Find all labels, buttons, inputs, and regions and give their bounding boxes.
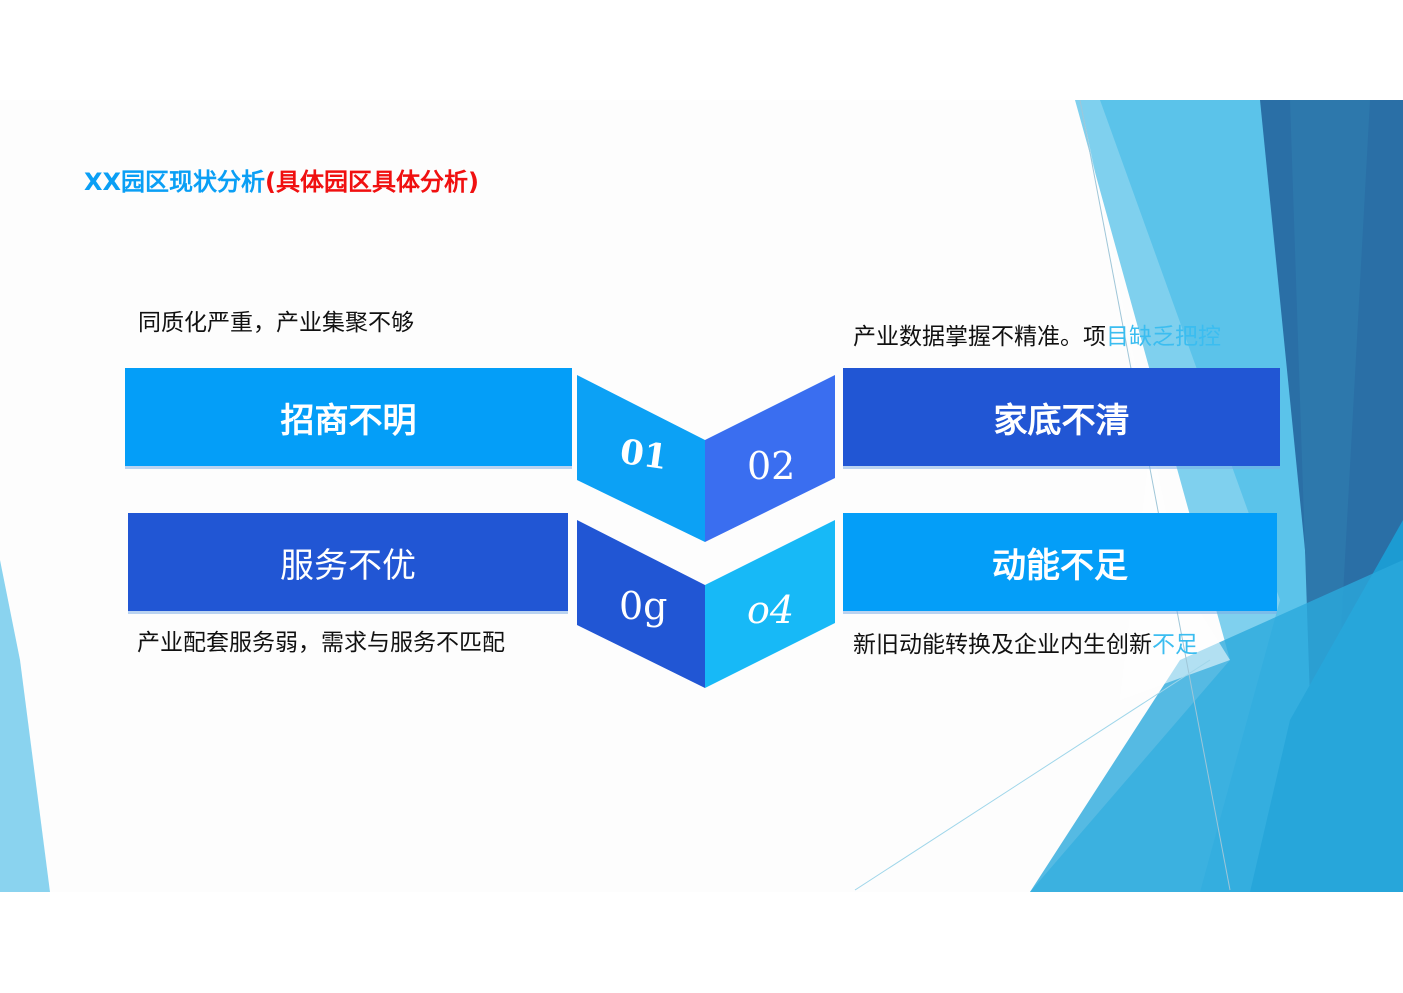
chevron-02-right xyxy=(705,375,835,542)
title-main: XX园区现状分析 xyxy=(84,168,266,196)
note-4: 新旧动能转换及企业内生创新不足 xyxy=(853,632,1198,658)
item-bar-4: 动能不足 xyxy=(843,513,1277,611)
title-sub: (具体园区具体分析) xyxy=(265,168,479,196)
note-3: 产业配套服务弱，需求与服务不匹配 xyxy=(137,630,505,656)
number-02: 02 xyxy=(747,444,796,488)
item-bar-1: 招商不明 xyxy=(125,368,572,466)
number-04: o4 xyxy=(747,588,795,632)
slide: XX园区现状分析(具体园区具体分析) 同质化严重，产业集聚不够 产业数据掌握不精… xyxy=(0,100,1403,892)
note-1: 同质化严重，产业集聚不够 xyxy=(138,310,414,336)
item-bar-3: 服务不优 xyxy=(128,513,568,611)
chevron-01-left xyxy=(577,375,705,542)
page-title: XX园区现状分析(具体园区具体分析) xyxy=(84,162,479,197)
background-decoration xyxy=(0,100,1403,892)
item-bar-2: 家底不清 xyxy=(843,368,1280,466)
chevron-03-left xyxy=(577,520,705,688)
chevron-04-right xyxy=(705,520,835,688)
note-2: 产业数据掌握不精准。项目缺乏把控 xyxy=(853,324,1221,350)
number-01: 01 xyxy=(617,431,670,479)
number-03: 0g xyxy=(619,584,668,628)
